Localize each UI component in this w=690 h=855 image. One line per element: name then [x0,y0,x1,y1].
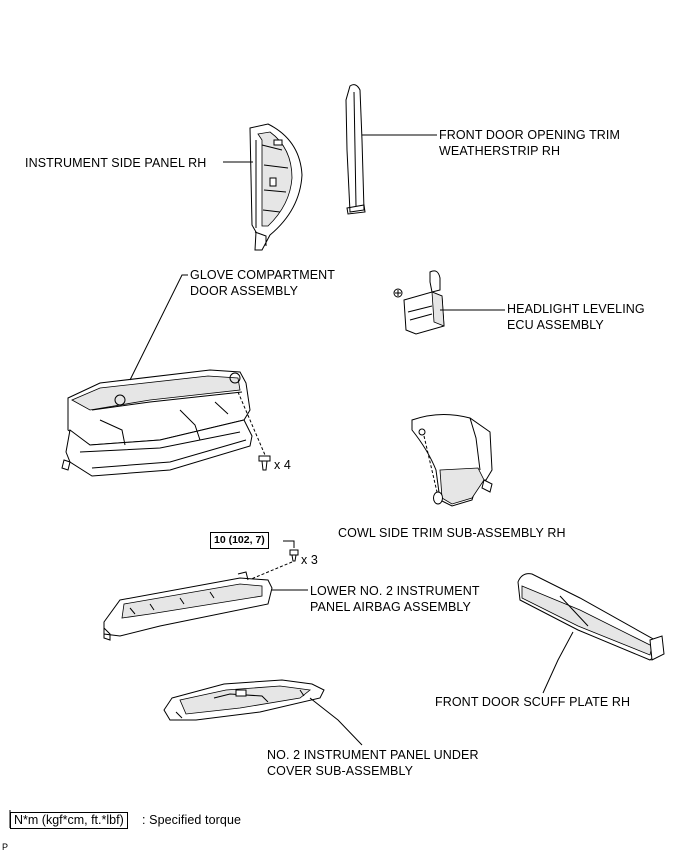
label-cowl-side-trim: COWL SIDE TRIM SUB-ASSEMBLY RH [338,526,566,540]
legend-unit-box: N*m (kgf*cm, ft.*lbf) [10,812,128,829]
instrument-side-panel-drawing [249,123,303,251]
legend-description: : Specified torque [142,813,242,827]
airbag-torque-screw-drawing [283,540,299,562]
airbag-screw-dashline [243,561,293,583]
under-cover-drawing [163,679,325,721]
label-glove-quantity: x 4 [274,458,291,472]
label-scuff-plate: FRONT DOOR SCUFF PLATE RH [435,695,631,709]
label-under-cover-line2: COVER SUB-ASSEMBLY [267,764,414,778]
label-headlight-line1: HEADLIGHT LEVELING [507,302,645,316]
glove-screw-drawing [258,455,271,471]
label-front-door-trim-line2: WEATHERSTRIP RH [439,144,561,158]
airbag-drawing [103,571,273,641]
torque-spec-box: 10 (102, 7) [210,532,269,549]
cowl-clip-drawing [433,491,443,505]
label-airbag-line2: PANEL AIRBAG ASSEMBLY [310,600,471,614]
corner-mark: P [2,842,9,852]
cowl-clip-dashline [423,435,438,493]
glove-screw-dashline [237,391,266,456]
label-airbag-line1: LOWER NO. 2 INSTRUMENT [310,584,480,598]
label-front-door-trim-line1: FRONT DOOR OPENING TRIM [439,128,621,142]
label-glove-line1: GLOVE COMPARTMENT [190,268,336,282]
glove-compartment-drawing [61,369,253,477]
cowl-side-trim-drawing [411,414,493,507]
label-glove-line2: DOOR ASSEMBLY [190,284,299,298]
label-airbag-quantity: x 3 [301,553,318,567]
headlight-ecu-drawing [393,270,445,335]
leader-scuff-plate [542,631,574,694]
weatherstrip-drawing [345,84,366,215]
leader-under-cover [309,697,363,746]
leader-glove-compartment [129,274,188,381]
label-instrument-side-panel: INSTRUMENT SIDE PANEL RH [25,156,207,170]
label-headlight-line2: ECU ASSEMBLY [507,318,604,332]
scuff-plate-drawing [517,573,665,661]
label-under-cover-line1: NO. 2 INSTRUMENT PANEL UNDER [267,748,479,762]
